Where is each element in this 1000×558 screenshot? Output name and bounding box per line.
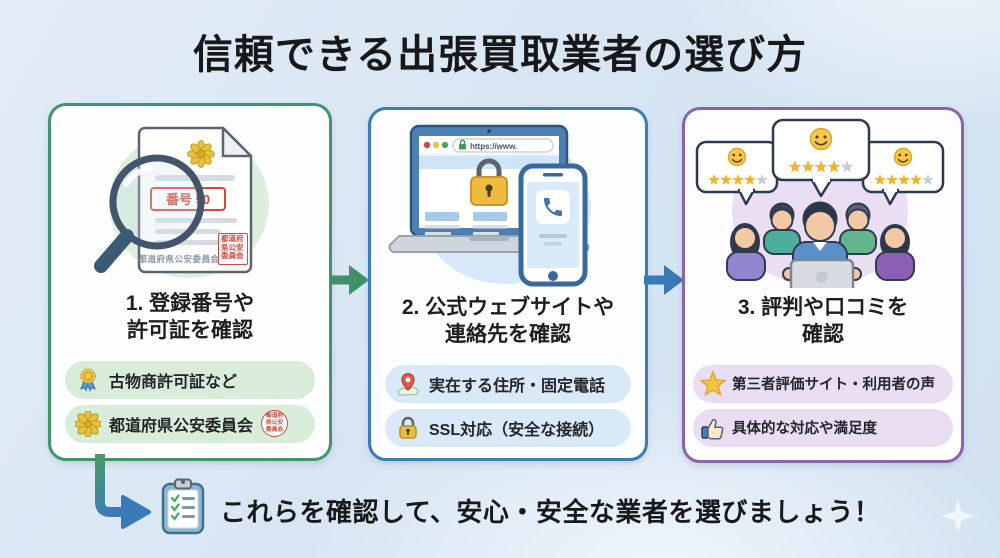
footer-note: これらを確認して、安心・安全な業者を選びましょう！: [220, 497, 881, 527]
page-title: 信頼できる出張買取業者の選び方: [192, 33, 808, 77]
step2-card: https://www.: [368, 107, 648, 461]
red-seal-icon: 都道府県公安委員会: [261, 410, 289, 438]
step3-point2-label: 具体的な対応や満足度: [732, 421, 877, 438]
step3-illustration-svg: [695, 118, 945, 288]
step1-point-license: 古物商許可証など: [65, 360, 315, 399]
https-lock-icon: [459, 139, 466, 150]
step1-point-committee: 都道府県公安委員会 都道府県公安委員会: [65, 404, 315, 443]
gold-flower-seal-icon: [187, 140, 215, 168]
tablet-icon: [782, 258, 862, 288]
map-pin-icon: [397, 372, 419, 396]
star-icon: [700, 370, 726, 396]
step3-title: 3. 評判や口コミを 確認: [685, 294, 961, 349]
step1-point1-label: 古物商許可証など: [109, 373, 238, 391]
license-document-magnifier-illustration: 番号 50 都道府県公安委員会 都道府県公安委員会: [51, 112, 329, 284]
checklist-clipboard-icon: [161, 478, 205, 535]
step3-title-line2: 確認: [802, 323, 844, 347]
page-padlock-icon: [470, 158, 508, 206]
step3-card: 3. 評判や口コミを 確認 第三者評価サイト・利用者の声 具体的な対応や満足度: [682, 107, 964, 463]
padlock-icon: [399, 416, 417, 439]
step1-title-line1: 1. 登録番号や: [125, 292, 255, 315]
step1-title: 1. 登録番号や 許可証を確認: [51, 290, 329, 345]
arrow-right-blue-icon: [644, 265, 684, 295]
customer-reviews-people-illustration: [685, 116, 961, 288]
arrow-down-right-icon: [95, 454, 151, 529]
step2-point-ssl: SSL対応（安全な接続）: [385, 408, 631, 447]
step2-title-line1: 2. 公式ウェブサイトや: [401, 296, 615, 319]
smartphone-icon: [518, 163, 588, 287]
flower-badge-icon: [75, 410, 101, 437]
step1-illustration-svg: 番号 50 都道府県公安委員会: [94, 126, 269, 278]
magnifier-icon: [94, 154, 205, 273]
red-seal-icon: 都道府県公安委員会: [218, 233, 248, 265]
browser-url-text: https://www.: [470, 142, 517, 151]
medal-icon: [80, 367, 96, 392]
sparkle-icon: [941, 499, 975, 533]
step2-point-address: 実在する住所・固定電話: [385, 364, 631, 403]
step2-point1-label: 実在する住所・固定電話: [429, 377, 606, 395]
step2-illustration-svg: https://www.: [388, 124, 591, 287]
review-bubble-center: [771, 118, 871, 198]
people-group: [726, 201, 915, 288]
step3-point1-label: 第三者評価サイト・利用者の声: [732, 377, 935, 394]
thumbs-up-icon: [701, 418, 724, 440]
step1-card: 番号 50 都道府県公安委員会 都道府県公安委員会 1. 登録番号や 許可証を確…: [48, 103, 332, 461]
step3-point-reviews: 第三者評価サイト・利用者の声: [693, 364, 953, 403]
document-footer-text: 都道府県公安委員会: [137, 254, 219, 264]
secure-website-laptop-phone-illustration: https://www.: [371, 116, 645, 288]
step2-title: 2. 公式ウェブサイトや 連絡先を確認: [371, 294, 645, 349]
review-bubble-right: [861, 140, 945, 206]
step3-point-satisfaction: 具体的な対応や満足度: [693, 408, 953, 447]
step1-point2-label: 都道府県公安委員会: [109, 417, 254, 435]
arrow-right-green-icon: [329, 265, 369, 295]
step2-title-line2: 連絡先を確認: [445, 323, 571, 347]
step2-point2-label: SSL対応（安全な接続）: [429, 421, 605, 439]
step1-title-line2: 許可証を確認: [127, 319, 253, 343]
step3-title-line1: 3. 評判や口コミを: [737, 296, 909, 319]
